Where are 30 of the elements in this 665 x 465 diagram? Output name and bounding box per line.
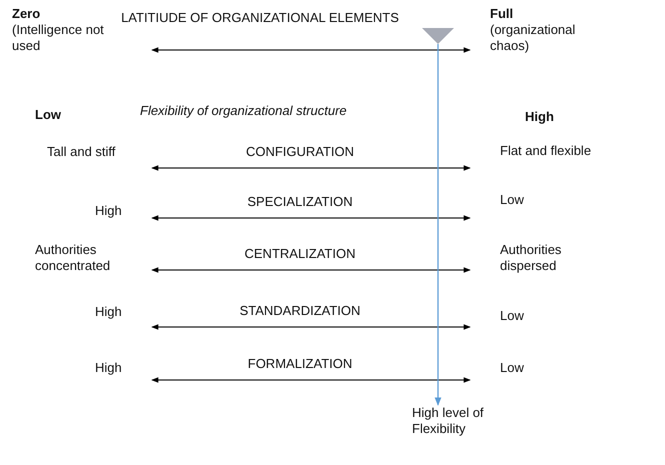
scale-label: FORMALIZATION bbox=[246, 356, 354, 371]
double-headed-arrow bbox=[151, 267, 471, 273]
scale-end-description: (organizational chaos) bbox=[490, 22, 576, 54]
scale-label: STANDARDIZATION bbox=[238, 303, 362, 318]
arrow bbox=[434, 44, 442, 406]
pole-label: Low bbox=[500, 192, 525, 208]
scale-label: LATITIUDE OF ORGANIZATIONAL ELEMENTS bbox=[119, 10, 401, 25]
pole-label: Low bbox=[500, 308, 525, 324]
axis-end-label: High bbox=[525, 109, 554, 124]
double-headed-arrow bbox=[151, 165, 471, 171]
pole-label: Authorities dispersed bbox=[500, 242, 562, 274]
scale-label: SPECIALIZATION bbox=[245, 194, 355, 209]
pole-label: High bbox=[95, 360, 123, 376]
axis-end-label: Low bbox=[35, 107, 61, 122]
pole-label: Low bbox=[500, 360, 525, 376]
axis-caption: Flexibility of organizational structure bbox=[140, 103, 347, 118]
pole-label: Flat and flexible bbox=[500, 143, 592, 159]
double-headed-arrow bbox=[151, 215, 471, 221]
scale-label: CENTRALIZATION bbox=[242, 246, 358, 261]
pole-label: High bbox=[95, 203, 123, 219]
pole-label: High bbox=[95, 304, 123, 320]
double-headed-arrow bbox=[151, 324, 471, 330]
pole-label: Tall and stiff bbox=[47, 144, 116, 160]
scale-end-description: (Intelligence not used bbox=[12, 22, 105, 54]
outcome-label: High level of Flexibility bbox=[412, 405, 485, 437]
double-headed-arrow bbox=[151, 47, 471, 53]
scale-end-heading: Zero bbox=[12, 6, 42, 22]
double-headed-arrow bbox=[151, 377, 471, 383]
scale-end-heading: Full bbox=[490, 6, 514, 22]
pole-label: Authorities concentrated bbox=[35, 242, 112, 274]
